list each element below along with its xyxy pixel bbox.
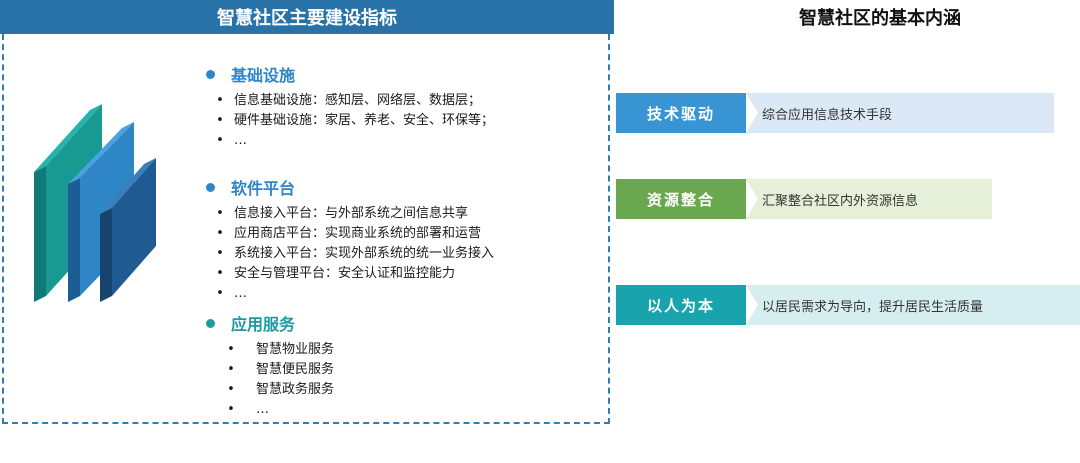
list-item: •安全与管理平台：安全认证和监控能力 xyxy=(216,266,456,281)
row-description: 汇聚整合社区内外资源信息 xyxy=(746,179,992,219)
section-title: 基础设施 xyxy=(231,66,296,85)
row-label: 以人为本 xyxy=(616,285,746,325)
section-software-platform: 软件平台 •信息接入平台：与外部系统之间信息共享 •应用商店平台：实现商业系统的… xyxy=(206,176,494,304)
list-item: •… xyxy=(227,402,269,417)
list-item: •… xyxy=(216,286,247,301)
list-item: •硬件基础设施：家居、养老、安全、环保等； xyxy=(216,113,495,128)
layer-front-side xyxy=(100,208,112,302)
section-infrastructure: 基础设施 •信息基础设施：感知层、网络层、数据层； •硬件基础设施：家居、养老、… xyxy=(206,63,494,151)
list-item: •应用商店平台：实现商业系统的部署和运营 xyxy=(216,226,482,241)
section-title: 软件平台 xyxy=(231,179,296,198)
row-label: 资源整合 xyxy=(616,179,746,219)
indicators-box xyxy=(2,34,610,424)
indicators-header: 智慧社区主要建设指标 xyxy=(0,0,614,34)
section-dot xyxy=(206,318,215,328)
connotation-row-people: 以人为本 以居民需求为导向，提升居民生活质量 xyxy=(616,285,1080,325)
row-description: 以居民需求为导向，提升居民生活质量 xyxy=(746,285,1080,325)
layer-back-top xyxy=(34,104,102,172)
list-item: •信息接入平台：与外部系统之间信息共享 xyxy=(216,206,469,221)
connotation-row-resource: 资源整合 汇聚整合社区内外资源信息 xyxy=(616,179,992,219)
list-item: •信息基础设施：感知层、网络层、数据层； xyxy=(216,93,482,108)
connotation-title: 智慧社区的基本内涵 xyxy=(799,8,961,29)
layer-back-side xyxy=(34,166,46,302)
section-application-services: 应用服务 •智慧物业服务 •智慧便民服务 •智慧政务服务 •… xyxy=(206,312,334,420)
connotation-row-tech: 技术驱动 综合应用信息技术手段 xyxy=(616,93,1054,133)
list-item: •智慧物业服务 xyxy=(227,342,335,357)
list-item: •系统接入平台：实现外部系统的统一业务接入 xyxy=(216,246,495,261)
section-title: 应用服务 xyxy=(231,315,296,334)
list-item: •智慧便民服务 xyxy=(227,362,335,377)
row-description: 综合应用信息技术手段 xyxy=(746,93,1054,133)
section-dot xyxy=(206,69,215,79)
layers-illustration xyxy=(34,104,156,302)
layer-mid-top xyxy=(68,122,134,184)
row-label: 技术驱动 xyxy=(616,93,746,133)
list-item: •智慧政务服务 xyxy=(227,382,335,397)
list-item: •… xyxy=(216,133,247,148)
layer-front-front xyxy=(112,158,156,296)
layer-mid-side xyxy=(68,178,80,302)
indicators-panel: 智慧社区主要建设指标 基础设施 •信息基础设施：感知层、网络层、数据层； •硬件… xyxy=(0,0,614,424)
layer-front-top xyxy=(100,158,156,214)
section-dot xyxy=(206,182,215,192)
